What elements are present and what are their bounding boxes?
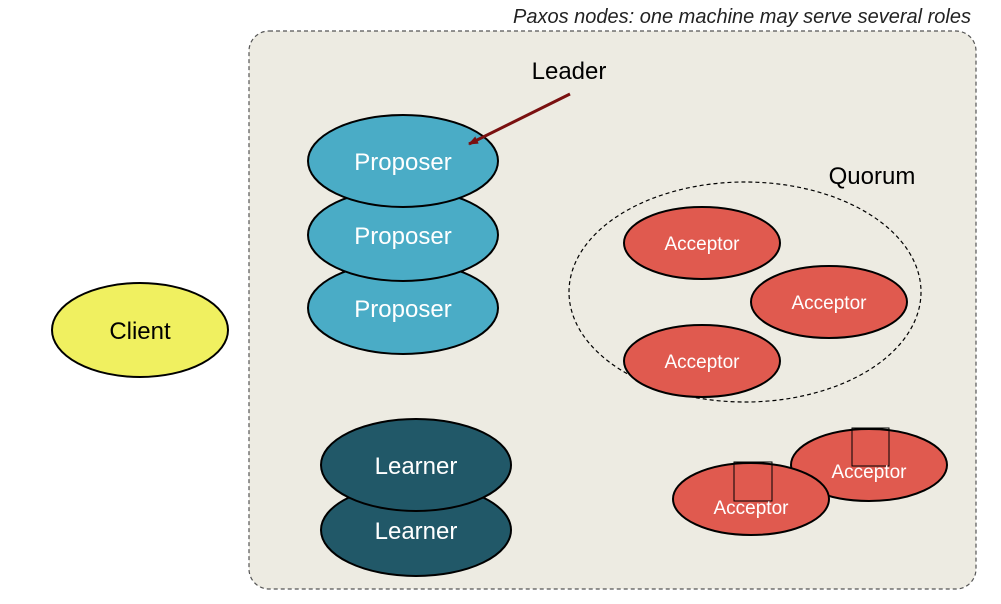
proposer-label: Proposer [354,296,451,323]
proposer-node-leader: Proposer [307,114,499,208]
acceptor-label: Acceptor [665,352,741,373]
client-node: Client [51,282,229,378]
acceptor-label: Acceptor [832,462,908,483]
quorum-label: Quorum [829,163,916,190]
leader-arrow [468,92,571,146]
proposer-node: Proposer [307,188,499,282]
acceptor-node: Acceptor [623,206,781,280]
acceptor-label: Acceptor [792,293,868,314]
quorum-boundary [568,181,922,403]
proposer-label: Proposer [354,149,451,176]
client-label: Client [109,318,171,345]
proposer-node: Proposer [307,261,499,355]
acceptor-node: Acceptor [672,461,830,536]
acceptor-thumbnail [733,461,773,502]
proposer-label: Proposer [354,223,451,250]
acceptor-label: Acceptor [665,234,741,255]
acceptor-node: Acceptor [623,324,781,398]
learner-label: Learner [375,518,458,545]
diagram-caption: Paxos nodes: one machine may serve sever… [512,6,971,28]
learner-node: Learner [320,418,512,512]
acceptor-thumbnail [851,427,890,467]
acceptor-node: Acceptor [750,265,908,339]
acceptor-label: Acceptor [714,498,790,519]
acceptor-node: Acceptor [790,427,948,502]
learner-node: Learner [320,483,512,577]
leader-label: Leader [532,58,607,85]
learner-label: Learner [375,453,458,480]
